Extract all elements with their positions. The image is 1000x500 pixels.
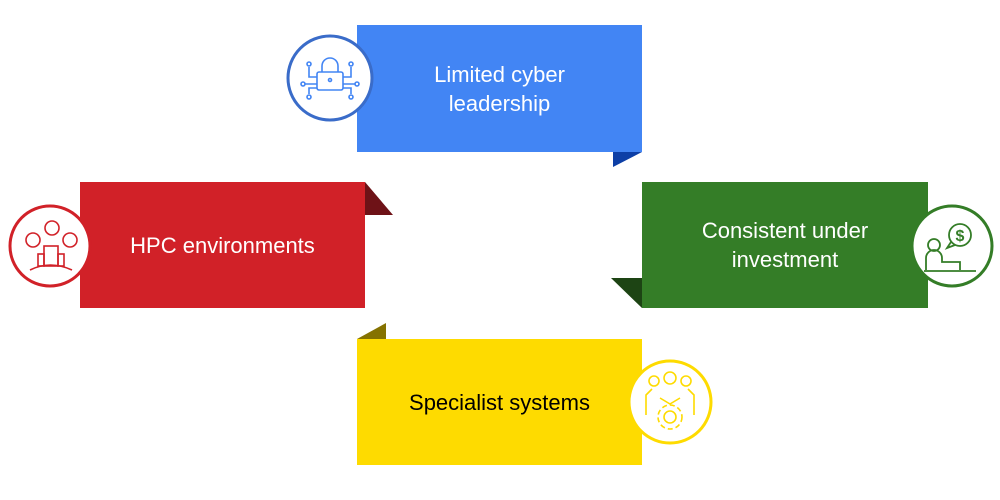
label-line: HPC environments <box>130 232 315 258</box>
box-consistent-under-investment <box>642 182 928 308</box>
svg-text:$: $ <box>956 228 965 245</box>
label-line: Consistent under <box>701 218 869 243</box>
label-limited-cyber-leadership: Limited cyber leadership <box>357 25 642 152</box>
fold-blue <box>613 152 642 167</box>
label-consistent-under-investment: Consistent under investment <box>642 182 928 308</box>
label-line: Specialist systems <box>409 389 590 415</box>
fold-red <box>365 182 393 215</box>
person-money-icon: $ <box>910 204 994 288</box>
box-specialist-systems <box>357 339 642 465</box>
label-line: Limited cyber <box>434 61 565 87</box>
label-line: leadership <box>448 90 551 116</box>
box-limited-cyber-leadership <box>357 25 642 152</box>
label-line: investment <box>731 247 839 272</box>
team-gear-icon <box>627 359 713 445</box>
label-specialist-systems: Specialist systems <box>357 339 642 465</box>
label-hpc-environments: HPC environments <box>80 182 365 308</box>
city-network-icon <box>8 204 92 288</box>
fold-yellow <box>357 323 386 339</box>
fold-green <box>611 278 642 308</box>
cyber-lock-icon <box>286 34 374 122</box>
box-hpc-environments <box>80 182 365 308</box>
